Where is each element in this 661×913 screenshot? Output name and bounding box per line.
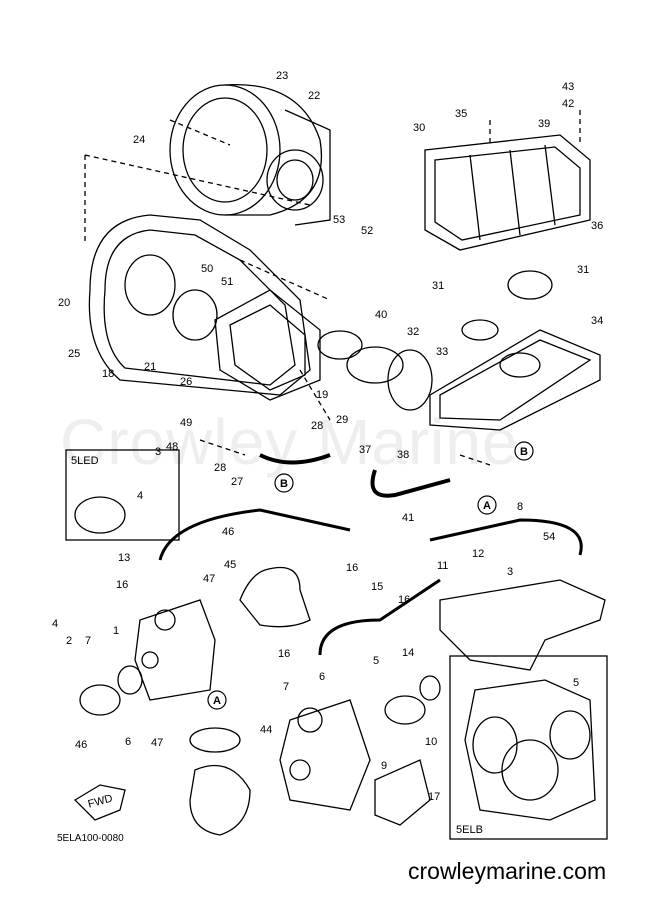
air-cleaner-case-drawing: [88, 214, 311, 396]
part-number-label: 30: [413, 122, 425, 134]
part-number-label: 7: [283, 681, 289, 693]
part-number-label: 10: [425, 736, 437, 748]
part-number-label: 46: [75, 739, 87, 751]
part-number-label: 45: [224, 559, 236, 571]
website-label: crowleymarine.com: [408, 858, 607, 884]
part-number-label: 42: [562, 98, 574, 110]
part-number-label: 29: [336, 414, 348, 426]
part-number-label: 21: [144, 361, 156, 373]
part-number-label: 12: [472, 548, 484, 560]
part-number-label: 17: [428, 791, 440, 803]
part-number-label: 23: [276, 70, 288, 82]
inset-5elb-title: 5ELB: [456, 824, 483, 836]
part-number-label: 3: [155, 446, 161, 458]
part-number-label: 43: [562, 81, 574, 93]
part-number-label: 47: [203, 573, 215, 585]
part-number-label: 18: [102, 368, 114, 380]
part-number-label: 6: [319, 671, 325, 683]
fwd-label: FWD: [87, 793, 114, 811]
top-cover-drawing: [424, 134, 591, 251]
part-number-label: 16: [278, 648, 290, 660]
part-number-label: 51: [221, 276, 233, 288]
part-number-label: 34: [591, 315, 603, 327]
part-number-label: 36: [591, 220, 603, 232]
part-number-label: 52: [361, 225, 373, 237]
part-number-label: 4: [137, 490, 143, 502]
part-number-label: 11: [437, 560, 448, 572]
part-number-label: 14: [402, 647, 414, 659]
part-number-label: 46: [222, 526, 234, 538]
diagram-code: 5ELA100-0080: [57, 833, 124, 844]
part-number-label: 16: [398, 594, 410, 606]
part-number-label: 6: [125, 736, 131, 748]
part-number-label: 27: [231, 476, 243, 488]
part-number-label: 47: [151, 737, 163, 749]
part-number-label: 31: [577, 264, 589, 276]
part-number-label: 22: [308, 90, 320, 102]
part-number-label: 28: [311, 420, 323, 432]
part-number-label: 20: [58, 297, 70, 309]
inset-5led-title: 5LED: [71, 455, 99, 467]
part-number-label: 7: [85, 635, 91, 647]
part-number-label: 41: [402, 512, 414, 524]
part-number-label: 24: [133, 134, 145, 146]
intake-duct-drawing: [214, 289, 321, 401]
part-number-callouts: 2322245352205051252118264019323349482829…: [52, 70, 603, 803]
part-number-label: 25: [68, 348, 80, 360]
carburetor-left-drawing: [134, 599, 216, 701]
part-number-label: 5: [573, 677, 579, 689]
part-number-label: 44: [260, 724, 272, 736]
part-number-label: 38: [397, 449, 409, 461]
marker-b-lower: B: [280, 478, 288, 490]
carburetor-right-drawing: [279, 699, 371, 811]
part-number-label: 9: [381, 760, 387, 772]
part-number-label: 3: [507, 566, 513, 578]
part-number-label: 50: [201, 263, 213, 275]
part-number-label: 19: [316, 389, 328, 401]
part-number-label: 49: [180, 417, 192, 429]
part-number-label: 31: [432, 280, 444, 292]
part-number-label: 13: [118, 552, 130, 564]
part-number-label: 48: [166, 441, 178, 453]
marker-b-upper: B: [520, 446, 528, 458]
part-number-label: 54: [543, 531, 555, 543]
part-number-label: 32: [407, 326, 419, 338]
air-cleaner-cover-drawing: [169, 83, 331, 226]
part-number-label: 1: [113, 625, 119, 637]
lower-case-drawing: [429, 270, 601, 431]
part-number-label: 2: [66, 635, 72, 647]
part-number-label: 35: [455, 108, 467, 120]
part-number-label: 16: [346, 562, 358, 574]
part-number-label: 4: [52, 618, 58, 630]
part-number-label: 37: [359, 444, 371, 456]
part-number-label: 15: [371, 581, 383, 593]
part-number-label: 39: [538, 118, 550, 130]
part-number-label: 33: [436, 346, 448, 358]
marker-a-lower: A: [213, 695, 221, 707]
part-number-label: 40: [375, 309, 387, 321]
part-number-label: 26: [180, 376, 192, 388]
part-number-label: 8: [517, 501, 523, 513]
part-number-label: 16: [116, 579, 128, 591]
part-number-label: 53: [333, 214, 345, 226]
part-number-label: 28: [214, 462, 226, 474]
part-number-label: 5: [373, 655, 379, 667]
marker-a-upper: A: [483, 500, 491, 512]
